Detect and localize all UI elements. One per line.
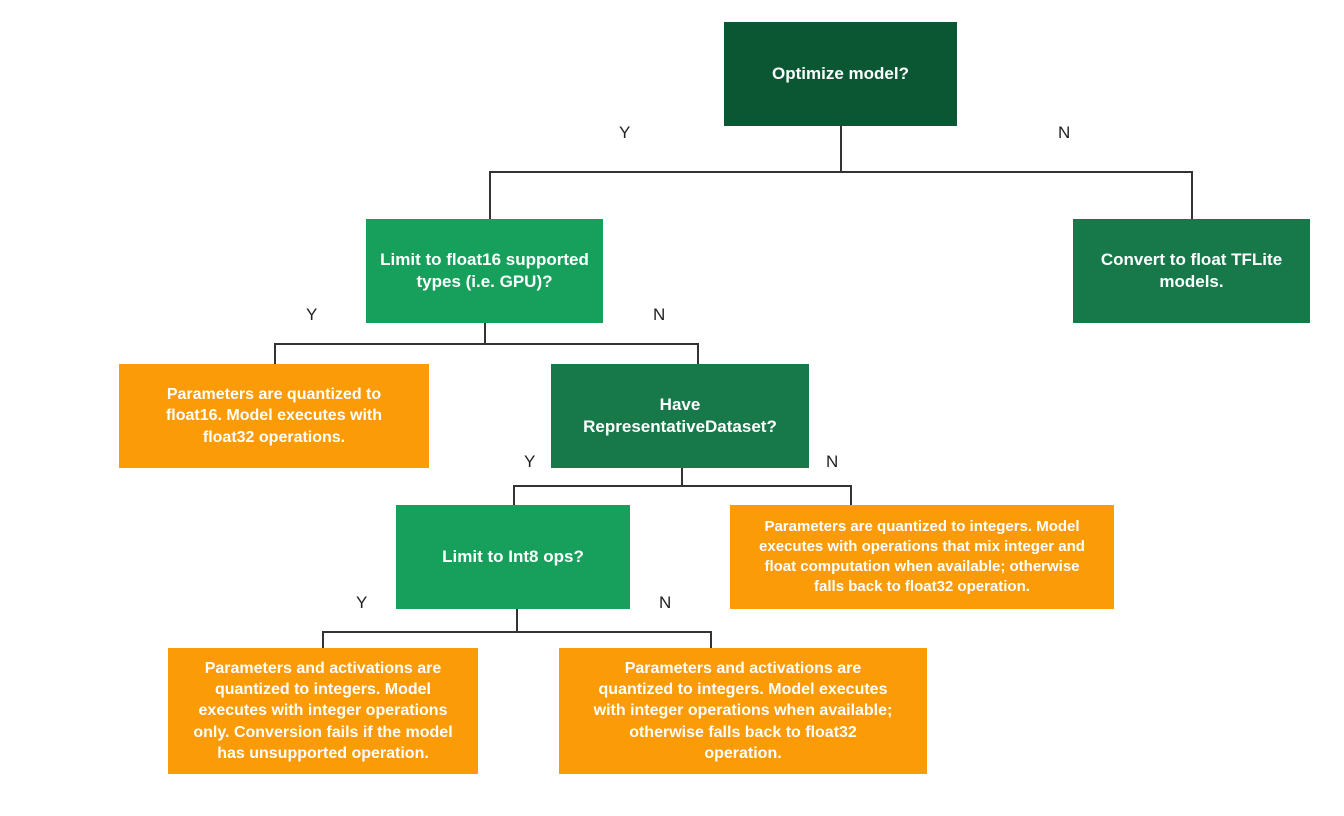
connector-rds-bus <box>513 485 851 487</box>
connector-rds-branch-left <box>513 485 515 506</box>
node-label: Parameters are quantized to float16. Mod… <box>165 386 383 446</box>
node-params-activations-int-only[interactable]: Parameters and activations are quantized… <box>168 648 478 774</box>
node-have-representative-dataset[interactable]: Have RepresentativeDataset? <box>551 364 809 468</box>
node-limit-float16[interactable]: Limit to float16 supported types (i.e. G… <box>366 219 603 323</box>
node-label: Have RepresentativeDataset? <box>583 394 777 436</box>
connector-int8-branch-left <box>322 631 324 649</box>
edge-label-rds-no: N <box>826 452 839 471</box>
connector-rds-stem <box>681 468 683 486</box>
node-limit-int8-ops[interactable]: Limit to Int8 ops? <box>396 505 630 609</box>
connector-root-bus <box>489 171 1192 173</box>
connector-root-stem <box>840 126 842 172</box>
node-convert-float-tflite[interactable]: Convert to float TFLite models. <box>1073 219 1310 323</box>
edge-label-root-yes: Y <box>619 123 631 142</box>
edge-label-f16-yes: Y <box>306 305 318 324</box>
edge-label-root-no: N <box>1058 123 1071 142</box>
node-label: Optimize model? <box>772 63 909 83</box>
node-params-activations-int-fallback[interactable]: Parameters and activations are quantized… <box>559 648 927 774</box>
connector-f16-branch-left <box>274 343 276 365</box>
node-optimize-model[interactable]: Optimize model? <box>724 22 957 126</box>
node-params-float16[interactable]: Parameters are quantized to float16. Mod… <box>119 364 429 468</box>
edge-label-int8-no: N <box>659 593 672 612</box>
node-label: Convert to float TFLite models. <box>1100 249 1283 291</box>
connector-int8-branch-right <box>710 631 712 649</box>
node-label: Parameters and activations are quantized… <box>193 660 453 762</box>
node-params-integers-mixed[interactable]: Parameters are quantized to integers. Mo… <box>730 505 1114 609</box>
node-label: Parameters are quantized to integers. Mo… <box>759 518 1085 595</box>
node-label: Limit to float16 supported types (i.e. G… <box>380 249 589 291</box>
connector-root-branch-right <box>1191 171 1193 220</box>
connector-rds-branch-right <box>850 485 852 506</box>
connector-f16-stem <box>484 323 486 344</box>
connector-int8-bus <box>322 631 711 633</box>
connector-f16-bus <box>274 343 698 345</box>
node-label: Parameters and activations are quantized… <box>593 660 893 762</box>
edge-label-f16-no: N <box>653 305 666 324</box>
connector-int8-stem <box>516 609 518 632</box>
edge-label-rds-yes: Y <box>524 452 536 471</box>
edge-label-int8-yes: Y <box>356 593 368 612</box>
node-label: Limit to Int8 ops? <box>442 546 584 566</box>
connector-f16-branch-right <box>697 343 699 365</box>
connector-root-branch-left <box>489 171 491 220</box>
